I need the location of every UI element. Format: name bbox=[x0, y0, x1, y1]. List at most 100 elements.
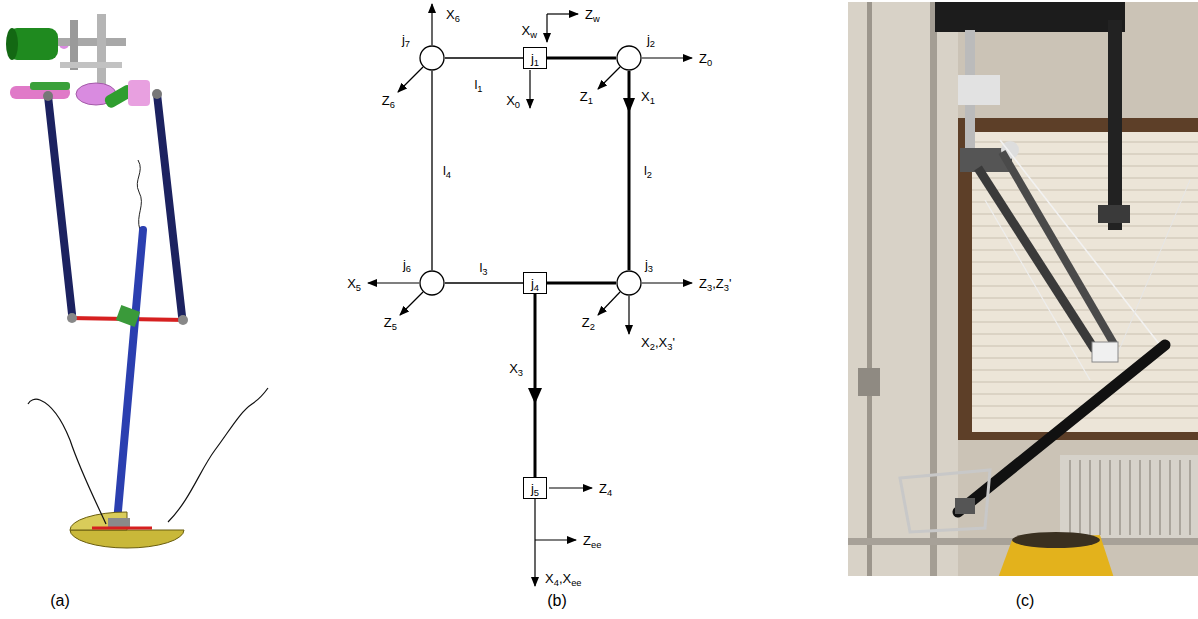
mount bbox=[92, 527, 152, 530]
cable bbox=[985, 200, 1090, 380]
panel-label: (b) bbox=[546, 592, 568, 610]
link bbox=[547, 57, 616, 60]
blue-rod bbox=[117, 230, 143, 522]
window-frame bbox=[958, 118, 1198, 440]
axis-label: X0 bbox=[505, 93, 521, 108]
link bbox=[445, 57, 523, 58]
link bbox=[628, 71, 631, 270]
joint-label: j1 bbox=[531, 51, 539, 66]
joint-circle bbox=[616, 270, 642, 296]
tray bbox=[900, 470, 990, 532]
axis-label: X1 bbox=[640, 89, 656, 104]
link-bar bbox=[978, 168, 1095, 350]
bracket bbox=[958, 75, 1000, 105]
joint-label: j2 bbox=[647, 32, 655, 47]
axis-arrow bbox=[598, 67, 620, 89]
motor bbox=[6, 28, 18, 60]
prismatic-joint: j4 bbox=[523, 272, 547, 294]
axis-label: Z3,Z3' bbox=[698, 276, 732, 291]
pink-part bbox=[128, 80, 150, 106]
slider bbox=[1092, 342, 1118, 362]
axis-arrow bbox=[368, 282, 419, 283]
slider bbox=[116, 305, 140, 327]
joint-label: j4 bbox=[531, 276, 539, 291]
cable bbox=[1000, 140, 1160, 345]
camera bbox=[1098, 205, 1130, 223]
axis-label: Z5 bbox=[383, 315, 398, 330]
joint-label: j5 bbox=[531, 481, 539, 496]
joint-circle bbox=[420, 46, 444, 70]
axis-label: X4,Xee bbox=[544, 571, 583, 586]
wall bbox=[848, 2, 1198, 576]
axis-arrow bbox=[535, 539, 576, 540]
cable bbox=[1115, 180, 1190, 360]
base-disc bbox=[70, 530, 184, 548]
pivot bbox=[67, 313, 77, 323]
axis-label: Z4 bbox=[598, 481, 613, 496]
conduit bbox=[867, 2, 872, 576]
joint-circle bbox=[617, 271, 641, 295]
joint-label: j3 bbox=[645, 257, 653, 272]
link bbox=[547, 282, 616, 285]
axis-arrow bbox=[398, 67, 423, 92]
axis-arrow bbox=[549, 487, 592, 488]
link bbox=[431, 71, 432, 270]
joint-circle bbox=[419, 45, 445, 71]
tripod-top bbox=[1012, 532, 1100, 548]
joint-circle bbox=[616, 45, 642, 71]
link bbox=[445, 282, 523, 283]
cable bbox=[168, 388, 268, 522]
revolute-joint: j7 bbox=[419, 45, 445, 71]
axis-label: Xw bbox=[521, 23, 538, 38]
blind-slats bbox=[972, 142, 1198, 418]
revolute-joint: j3 bbox=[616, 270, 642, 296]
radiator bbox=[1060, 455, 1198, 540]
photo bbox=[848, 2, 1198, 576]
link-bar bbox=[157, 94, 182, 316]
link-label: l1 bbox=[473, 77, 483, 92]
axis-arrow bbox=[400, 292, 423, 315]
pivot bbox=[152, 89, 162, 99]
link-label: l2 bbox=[643, 163, 653, 178]
axis-label: Z6 bbox=[381, 93, 396, 108]
pivot bbox=[178, 315, 188, 325]
axis-label: Zee bbox=[582, 533, 602, 548]
prismatic-joint: j1 bbox=[523, 47, 547, 69]
blinds bbox=[972, 132, 1198, 432]
axis-label: Zw bbox=[584, 7, 601, 22]
frame bbox=[58, 38, 126, 46]
axis-arrow bbox=[547, 13, 578, 14]
link-bar bbox=[48, 96, 72, 314]
joint-label: j7 bbox=[402, 32, 410, 47]
axis-arrow bbox=[546, 14, 547, 42]
joint-circle bbox=[420, 271, 444, 295]
axis-arrow bbox=[431, 4, 432, 45]
cable bbox=[137, 160, 141, 230]
revolute-joint: j2 bbox=[616, 45, 642, 71]
axis-arrow bbox=[642, 282, 692, 283]
axis-label: Z2 bbox=[581, 315, 596, 330]
conduit bbox=[930, 2, 937, 576]
axis-label: X2,X3' bbox=[640, 335, 676, 350]
cad-render bbox=[6, 14, 268, 548]
green-shaft bbox=[30, 82, 70, 90]
radiator-fins bbox=[1070, 460, 1190, 535]
pivot bbox=[43, 91, 53, 101]
camera-post bbox=[1108, 20, 1122, 230]
axis-arrow bbox=[598, 292, 620, 315]
sensor bbox=[955, 498, 975, 514]
outlet-box bbox=[858, 368, 880, 396]
axis-label: Z0 bbox=[698, 51, 713, 66]
link-label: l4 bbox=[442, 163, 452, 178]
ceiling-plate bbox=[935, 2, 1125, 32]
joint-circle bbox=[617, 46, 641, 70]
axis-label: Z1 bbox=[579, 89, 594, 104]
panel-label: (c) bbox=[1015, 592, 1036, 610]
axis-arrows bbox=[368, 4, 692, 586]
axis-arrow bbox=[529, 70, 530, 108]
link-label: l3 bbox=[478, 260, 488, 275]
frame bbox=[60, 62, 122, 68]
link bbox=[534, 294, 537, 477]
